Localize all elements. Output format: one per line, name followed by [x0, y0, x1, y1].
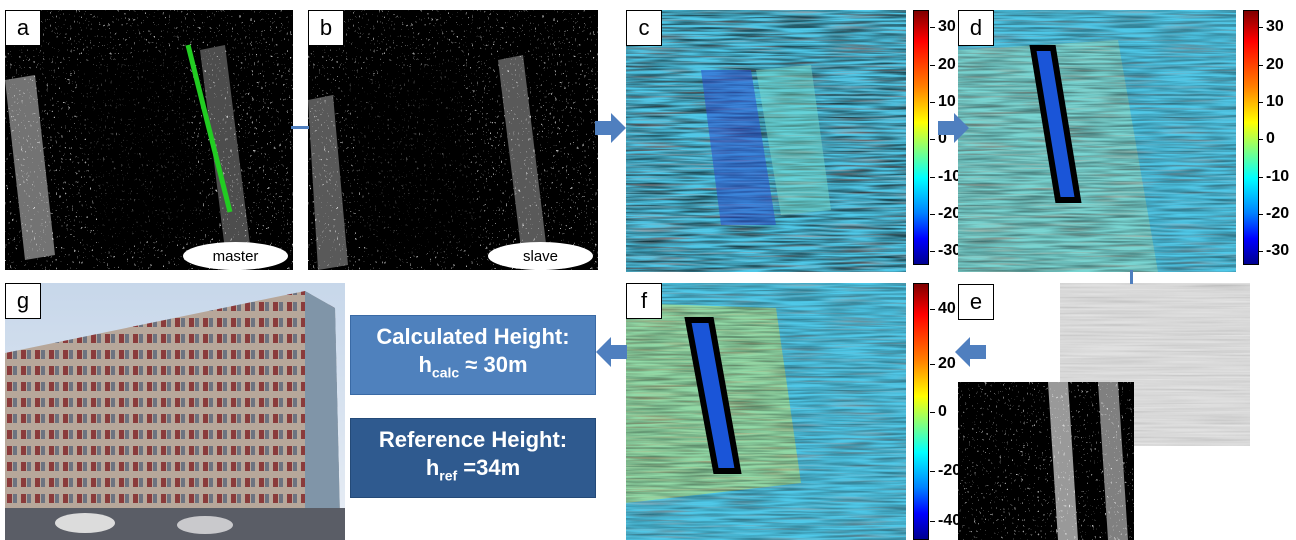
panel-b-slave-image: b slave [308, 10, 598, 270]
colorbar-f [913, 283, 929, 540]
binary-map [958, 382, 1134, 540]
calc-subscript: calc [431, 364, 460, 381]
calculated-height-title: Calculated Height: [376, 324, 570, 350]
panel-label-d: d [958, 10, 994, 46]
colorbar-d-tick: 20 [1258, 56, 1284, 73]
building-photo [5, 283, 345, 540]
colorbar-f-tick: 0 [930, 403, 947, 420]
band-line [185, 44, 233, 213]
colorbar-f-tick: 40 [930, 300, 956, 317]
arrow-e-to-f [955, 337, 986, 367]
panel-label-g: g [5, 283, 41, 319]
arrow-b-to-c [595, 113, 626, 143]
panel-c-offset-map: c [626, 10, 906, 272]
panel-d-filtered-map: d [958, 10, 1236, 272]
offset-map-f [626, 283, 906, 540]
colorbar-d-tick: -20 [1257, 205, 1290, 222]
colorbar-c-tick: 0 [930, 130, 947, 147]
colorbar-d [1243, 10, 1259, 265]
colorbar-f-tick: -40 [929, 512, 962, 529]
slave-tag: slave [488, 242, 593, 270]
colorbar-c-tick: 20 [930, 56, 956, 73]
colorbar-d-tick: 30 [1258, 18, 1284, 35]
panel-label-f: f [626, 283, 662, 319]
reference-height-value-line: href =34m [426, 454, 520, 489]
calculated-height-box: Calculated Height: hcalc ≈ 30m [350, 315, 596, 395]
colorbar-f-tick: -20 [929, 462, 962, 479]
colorbar-c-tick: -20 [929, 205, 962, 222]
colorbar-f-tick: 20 [930, 355, 956, 372]
reference-height-box: Reference Height: href =34m [350, 418, 596, 498]
sar-slave-image [308, 10, 598, 270]
colorbar-d-tick: 10 [1258, 93, 1284, 110]
master-tag: master [183, 242, 288, 270]
colorbar-c-tick: -10 [929, 168, 962, 185]
calculated-height-value: ≈ 30m [465, 352, 528, 378]
offset-map-d [958, 10, 1236, 272]
panel-g-building-photo: g [5, 283, 345, 540]
colorbar-c-tick: 10 [930, 93, 956, 110]
selection-box [684, 317, 742, 474]
panel-label-b: b [308, 10, 344, 46]
colorbar-d-tick: -30 [1257, 242, 1290, 259]
ref-subscript: ref [439, 467, 458, 484]
sar-master-image [5, 10, 293, 270]
colorbar-d-tick: -10 [1257, 168, 1290, 185]
h-symbol: h [425, 455, 440, 481]
panel-label-e: e [958, 284, 994, 320]
offset-map-c [626, 10, 906, 272]
panel-a-master-image: a master [5, 10, 293, 270]
colorbar-c-tick: -30 [929, 242, 962, 259]
colorbar-c [913, 10, 929, 265]
arrow-a-to-b [291, 126, 309, 129]
colorbar-c-tick: 30 [930, 18, 956, 35]
arrow-c-to-d [938, 113, 969, 143]
panel-label-c: c [626, 10, 662, 46]
reference-height-title: Reference Height: [378, 427, 568, 453]
colorbar-d-tick: 0 [1258, 130, 1275, 147]
panel-e-binary-map [958, 382, 1134, 540]
h-symbol: h [418, 352, 432, 378]
calculated-height-value-line: hcalc ≈ 30m [418, 351, 527, 386]
arrow-d-to-e [1130, 270, 1133, 284]
panel-label-a: a [5, 10, 41, 46]
arrow-f-to-calculated [596, 337, 627, 367]
reference-height-value: =34m [463, 455, 521, 481]
panel-f-result-map: f [626, 283, 906, 540]
selection-box [1029, 45, 1082, 203]
